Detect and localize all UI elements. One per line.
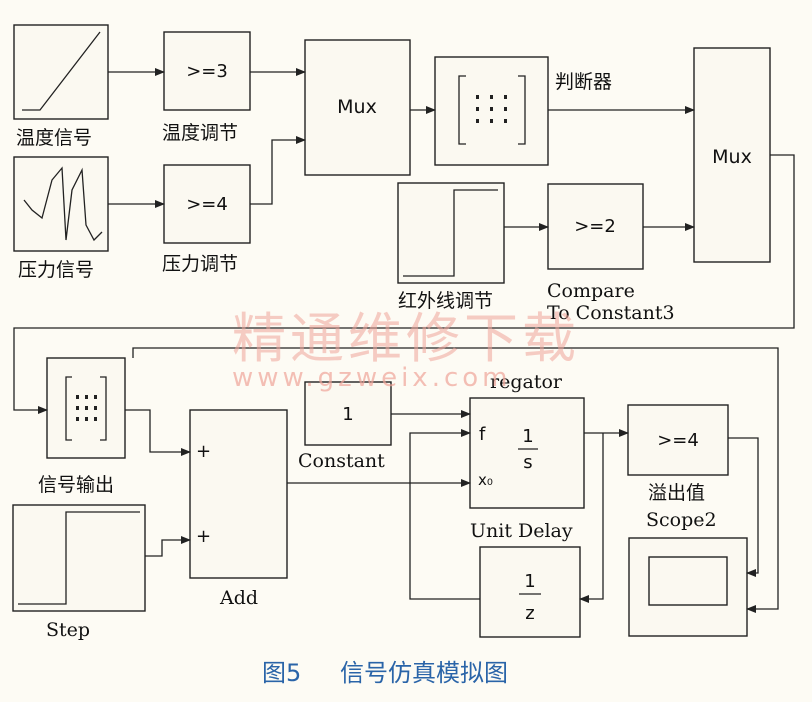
integrator-den: s (523, 452, 532, 473)
compare-threshold-text: >=2 (574, 216, 616, 237)
pressure-adjust-label: 压力调节 (162, 253, 238, 275)
temp-signal-block[interactable] (13, 24, 109, 120)
unit-delay-label: Unit Delay (470, 520, 573, 542)
constant-block[interactable]: 1 (304, 381, 392, 446)
ir-adjust-block[interactable] (397, 182, 505, 284)
unit-delay-block[interactable]: 1 z (479, 546, 581, 638)
ir-adjust-label: 红外线调节 (398, 290, 493, 312)
signal-output-label: 信号输出 (38, 474, 114, 496)
add-label: Add (219, 587, 258, 609)
mux1-block[interactable]: Mux (304, 39, 411, 176)
judge-dots (476, 95, 507, 123)
caption-fig: 图5 (262, 659, 301, 687)
integrator-block[interactable]: f x₀ 1 s (469, 397, 585, 509)
add-plus-1: + (196, 441, 211, 462)
wires (13, 68, 795, 613)
mux2-label: Mux (712, 146, 752, 168)
signal-output-block[interactable] (46, 357, 126, 459)
output-dots (76, 395, 97, 421)
pressure-threshold-text: >=4 (186, 194, 228, 215)
delay-num: 1 (524, 571, 535, 592)
compare-label-line1: Compare (547, 280, 635, 302)
mux2-block[interactable]: Mux (693, 47, 771, 263)
integrator-num: 1 (522, 426, 533, 447)
compare-block[interactable]: >=2 (547, 183, 644, 270)
overflow-threshold-text: >=4 (657, 430, 699, 451)
pressure-signal-block[interactable] (13, 156, 109, 252)
delay-den: z (525, 603, 534, 624)
add-block[interactable]: + + (189, 409, 288, 579)
temp-adjust-label: 温度调节 (162, 122, 238, 144)
compare-label-line2: To Constant3 (547, 302, 675, 324)
step-block[interactable] (12, 504, 146, 612)
integrator-x0-port: x₀ (478, 471, 493, 489)
mux1-label: Mux (337, 96, 377, 118)
caption-title: 信号仿真模拟图 (340, 659, 508, 687)
scope2-label: Scope2 (646, 509, 717, 531)
overflow-label: 溢出值 (648, 482, 705, 504)
step-label: Step (46, 619, 90, 641)
temp-signal-label: 温度信号 (16, 127, 92, 149)
judge-block[interactable] (434, 56, 549, 166)
constant-label: Constant (298, 450, 385, 472)
watermark-url: www.gzweix.com (232, 363, 512, 393)
constant-value-text: 1 (342, 404, 353, 425)
temp-threshold-text: >=3 (186, 61, 228, 82)
judge-label: 判断器 (555, 71, 612, 93)
integrator-f-port: f (479, 424, 486, 445)
add-plus-2: + (196, 526, 211, 547)
temp-adjust-block[interactable]: >=3 (163, 31, 251, 111)
pressure-signal-label: 压力信号 (18, 259, 94, 281)
scope2-block[interactable] (628, 537, 748, 637)
overflow-block[interactable]: >=4 (627, 404, 729, 476)
watermark-cn: 精通维修下载 (232, 307, 580, 370)
integrator-label: regator (490, 371, 563, 393)
pressure-adjust-block[interactable]: >=4 (163, 164, 251, 244)
